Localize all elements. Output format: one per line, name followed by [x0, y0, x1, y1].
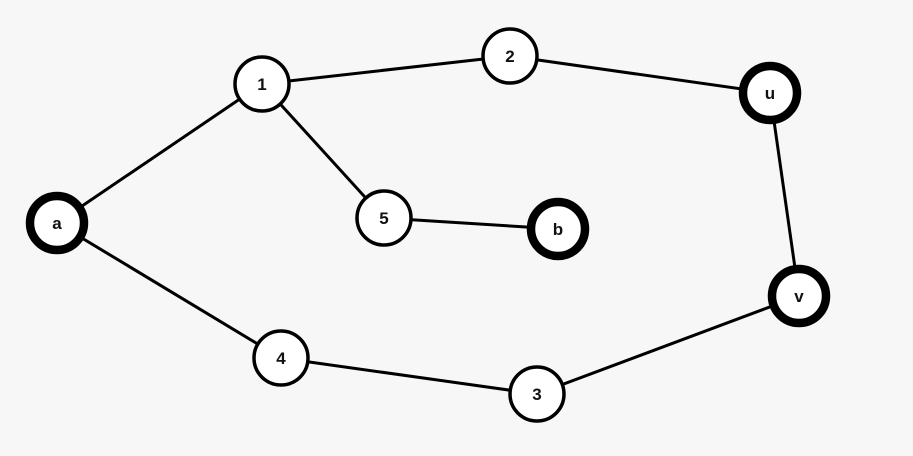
node-layer: 1 2 u a 5 b v 4 3	[25, 27, 831, 423]
edge-a-1	[56, 82, 263, 225]
node-label-2: 2	[505, 47, 514, 66]
node-circle-2	[481, 27, 539, 85]
edge-u-v	[768, 92, 801, 297]
node-circle-5	[355, 189, 413, 247]
node-4: 4	[252, 329, 310, 387]
edge-3-v	[536, 294, 800, 396]
node-label-3: 3	[532, 385, 541, 404]
edge-4-3	[280, 356, 538, 396]
edge-layer	[56, 54, 801, 396]
node-3: 3	[508, 365, 566, 423]
edge-1-2	[261, 54, 511, 86]
node-label-1: 1	[257, 75, 266, 94]
node-v: v	[767, 264, 831, 328]
node-2: 2	[481, 27, 539, 85]
node-circle-a	[25, 191, 89, 255]
node-circle-4	[252, 329, 310, 387]
node-5: 5	[355, 189, 413, 247]
node-circle-1	[233, 55, 291, 113]
edge-a-4	[56, 221, 282, 360]
node-label-5: 5	[379, 209, 388, 228]
node-label-b: b	[553, 220, 563, 239]
node-circle-b	[526, 197, 590, 261]
node-label-u: u	[765, 84, 775, 103]
node-label-v: v	[794, 287, 804, 306]
edge-2-u	[509, 54, 771, 95]
node-circle-3	[508, 365, 566, 423]
node-label-a: a	[52, 214, 62, 233]
edge-1-5	[260, 82, 386, 220]
node-a: a	[25, 191, 89, 255]
node-circle-v	[767, 264, 831, 328]
node-circle-u	[738, 61, 802, 125]
node-u: u	[738, 61, 802, 125]
node-b: b	[526, 197, 590, 261]
node-label-4: 4	[276, 349, 286, 368]
node-1: 1	[233, 55, 291, 113]
